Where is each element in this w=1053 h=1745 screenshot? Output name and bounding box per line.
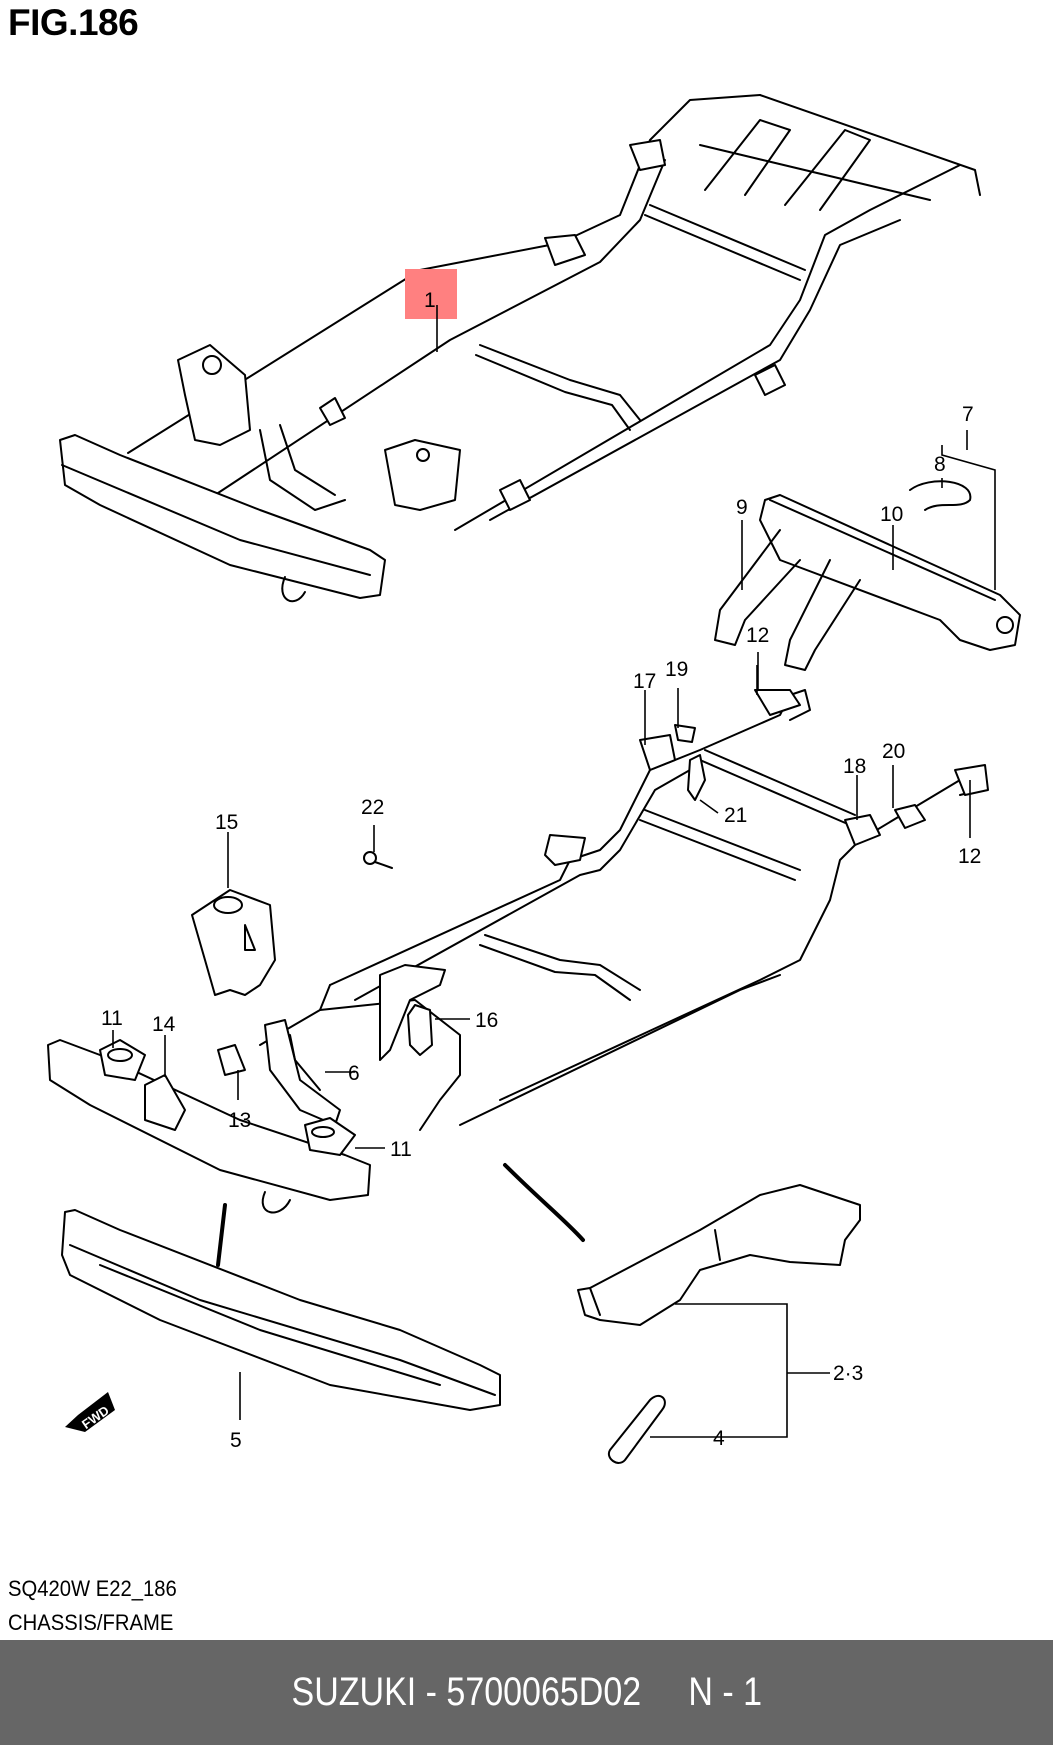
callout-21[interactable]: 21 <box>724 804 747 827</box>
section-name: CHASSIS/FRAME <box>8 1610 174 1635</box>
callout-14[interactable]: 14 <box>152 1013 176 1036</box>
callout-2-3[interactable]: 2·3 <box>833 1362 863 1385</box>
frame-assembly-top <box>59 94 981 603</box>
callout-9[interactable]: 9 <box>736 496 748 519</box>
callout-8[interactable]: 8 <box>934 453 946 476</box>
frame-exploded <box>47 665 989 1214</box>
callout-20[interactable]: 20 <box>882 740 905 763</box>
callout-18[interactable]: 18 <box>843 755 866 778</box>
part-number-text: SUZUKI - 5700065D02 N - 1 <box>291 1670 762 1714</box>
fwd-arrow-icon <box>65 1392 115 1432</box>
callout-1[interactable]: 1 <box>424 289 436 312</box>
callout-11-right[interactable]: 11 <box>390 1138 412 1161</box>
callout-22[interactable]: 22 <box>361 796 384 819</box>
callout-15[interactable]: 15 <box>215 811 238 834</box>
bumper-reinforcement <box>61 1203 501 1432</box>
figure-title: FIG.186 <box>8 2 139 43</box>
model-code: SQ420W E22_186 <box>8 1576 177 1601</box>
rear-crossmember-assembly <box>714 430 1021 690</box>
callout-12-right[interactable]: 12 <box>958 845 981 868</box>
callout-11-left[interactable]: 11 <box>101 1007 123 1030</box>
callout-7[interactable]: 7 <box>962 403 974 426</box>
callout-16[interactable]: 16 <box>475 1009 498 1032</box>
footer-bar: SUZUKI - 5700065D02 N - 1 <box>0 1640 1053 1745</box>
callout-12-top[interactable]: 12 <box>746 624 769 647</box>
callout-labels: 1 2·3 4 5 6 7 8 9 10 11 11 12 12 13 14 1… <box>79 289 981 1452</box>
callout-10[interactable]: 10 <box>880 503 903 526</box>
callout-6[interactable]: 6 <box>348 1062 360 1085</box>
callout-5[interactable]: 5 <box>230 1429 242 1452</box>
callout-17[interactable]: 17 <box>633 670 656 693</box>
callout-19[interactable]: 19 <box>665 658 688 681</box>
callout-4[interactable]: 4 <box>713 1427 725 1450</box>
highlight-box <box>405 269 457 319</box>
chassis-frame-diagram: 1 2·3 4 5 6 7 8 9 10 11 11 12 12 13 14 1… <box>47 94 1021 1464</box>
callout-13[interactable]: 13 <box>228 1109 251 1132</box>
side-rail-parts <box>503 1163 861 1464</box>
